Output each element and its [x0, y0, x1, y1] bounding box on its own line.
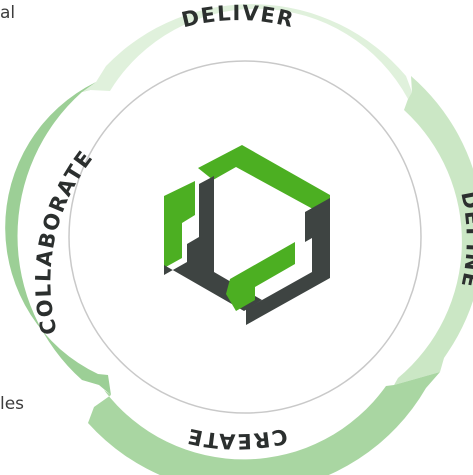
logo-left-green-shape: [164, 181, 195, 268]
stage-label-deliver: DELIVER: [179, 1, 297, 32]
hexagon-play-logo-icon: [164, 145, 330, 325]
center-circle: [68, 60, 422, 414]
logo-right-dark-shape: [246, 198, 330, 325]
stage-label-create: CREATE: [184, 424, 289, 454]
collaborate-arrow: [5, 82, 111, 395]
stage-label-define: DEFINE: [456, 189, 473, 290]
deliver-arrow: [82, 4, 412, 99]
logo-left-dark-shape: [164, 176, 262, 311]
create-arrow: [88, 372, 440, 475]
logo-lower-green-shape: [226, 242, 295, 311]
define-arrow: [394, 76, 473, 385]
logo-top-green-shape: [198, 145, 330, 218]
partial-text-fragment: al: [0, 3, 16, 23]
partial-text-fragment: les: [0, 394, 25, 414]
